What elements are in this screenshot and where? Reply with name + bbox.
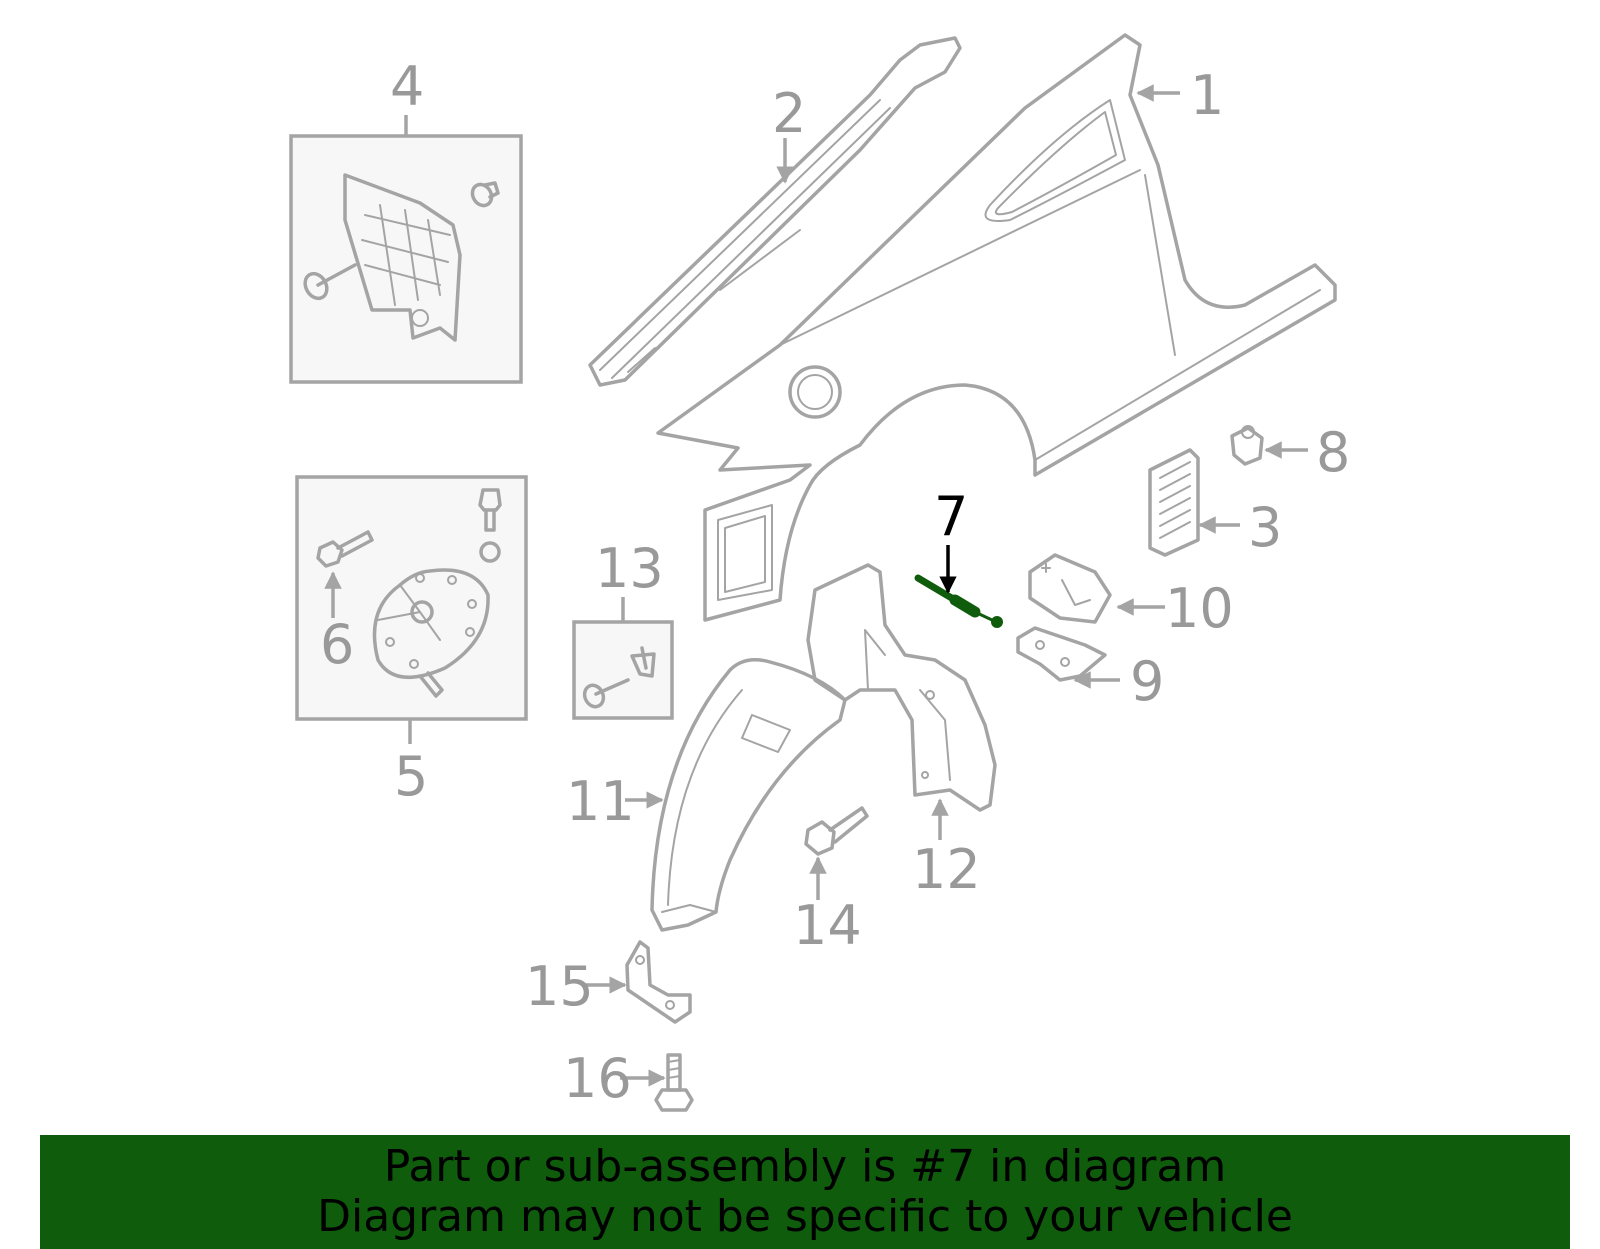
pad-part-3 (1148, 448, 1200, 557)
callout-2: 2 (772, 82, 806, 145)
callout-6: 6 (320, 613, 354, 676)
kit-box-part-4 (289, 134, 523, 384)
callout-7: 7 (934, 485, 968, 548)
quarter-panel-part-1 (656, 33, 1337, 622)
callout-13: 13 (595, 537, 664, 600)
banner-line-disclaimer: Diagram may not be specific to your vehi… (317, 1191, 1293, 1242)
callout-4: 4 (390, 55, 424, 118)
callout-11: 11 (566, 770, 635, 833)
highlighted-part-7[interactable] (914, 574, 1003, 628)
bolt-part-14 (804, 806, 869, 856)
info-banner: Part or sub-assembly is #7 in diagram Di… (40, 1135, 1570, 1249)
bolt-part-16 (654, 1053, 694, 1112)
callout-10: 10 (1165, 577, 1234, 640)
housing-part-10 (1028, 553, 1112, 624)
callout-14: 14 (793, 894, 862, 957)
clip-part-8 (1230, 425, 1264, 466)
bracket-part-15 (625, 940, 692, 1024)
kit-box-part-13 (572, 620, 674, 720)
callout-5: 5 (394, 745, 428, 808)
callout-3: 3 (1248, 496, 1282, 559)
roof-rail-part-2 (588, 36, 962, 387)
callout-12: 12 (912, 838, 981, 901)
wheelhouse-liner-part-11 (650, 658, 847, 932)
callout-16: 16 (563, 1047, 632, 1110)
inner-liner-part-12 (806, 563, 997, 812)
bracket-part-9 (1016, 626, 1107, 682)
callout-15: 15 (525, 955, 594, 1018)
callout-9: 9 (1130, 650, 1164, 713)
callout-8: 8 (1316, 421, 1350, 484)
banner-line-part-reference: Part or sub-assembly is #7 in diagram (383, 1141, 1227, 1192)
callout-1: 1 (1190, 64, 1224, 127)
